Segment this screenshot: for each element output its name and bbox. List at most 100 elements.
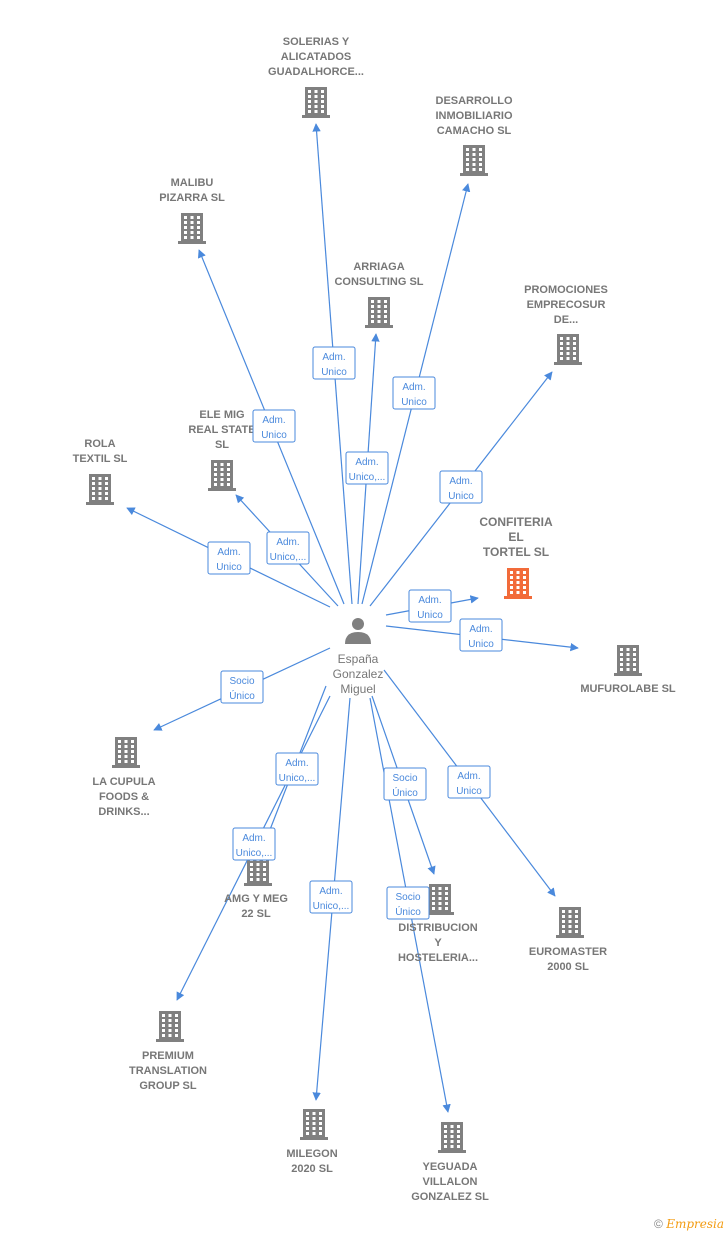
- edge-role-text: Adm.: [469, 624, 492, 635]
- edge-role-text: Adm.: [242, 833, 265, 844]
- building-icon: [426, 884, 454, 915]
- edge-label-arriaga[interactable]: Adm.Unico,...: [345, 451, 389, 485]
- edge-role-text: Adm.: [418, 595, 441, 606]
- company-label-amgymeg: AMG Y MEG: [224, 893, 288, 905]
- company-label-yeguada: GONZALEZ SL: [411, 1191, 489, 1203]
- edge-role-text: Unico: [468, 639, 494, 650]
- edge-role-text: Único: [395, 905, 421, 918]
- company-label-solerias: GUADALHORCE...: [268, 66, 364, 78]
- company-label-rola: TEXTIL SL: [73, 453, 128, 465]
- edge-label-elemig[interactable]: Adm. Unico,...: [266, 531, 310, 565]
- edge-label-solerias[interactable]: Adm.Unico: [312, 346, 356, 380]
- edge-label-confiteria[interactable]: Adm. Unico: [408, 589, 452, 623]
- building-icon: [302, 87, 330, 118]
- company-label-confiteria: TORTEL SL: [483, 545, 549, 559]
- building-icon: [556, 907, 584, 938]
- building-icon: [112, 737, 140, 768]
- edge-role-text: Unico,...: [313, 901, 350, 912]
- edge-role-text: Único: [392, 786, 418, 799]
- edge-label-mufurolabe[interactable]: Adm. Unico: [459, 618, 503, 652]
- company-label-solerias: SOLERIAS Y: [283, 36, 350, 48]
- company-label-yeguada: YEGUADA: [422, 1161, 477, 1173]
- company-node-distribucion[interactable]: DISTRIBUCIONYHOSTELERIA...: [398, 884, 478, 964]
- company-label-desarrollo: CAMACHO SL: [437, 125, 512, 137]
- edge-role-text: Adm.: [457, 771, 480, 782]
- building-icon: [460, 145, 488, 176]
- brand-logo: Empresia: [666, 1217, 724, 1231]
- edge-role-text: Socio: [229, 676, 254, 687]
- company-node-milegon[interactable]: MILEGON 2020 SL: [286, 1109, 338, 1175]
- company-label-malibu: MALIBU: [171, 177, 214, 189]
- company-node-desarrollo[interactable]: DESARROLLO INMOBILIARIO CAMACHO SL: [436, 95, 513, 176]
- building-icon: [244, 855, 272, 886]
- company-node-amgymeg[interactable]: AMG Y MEG 22 SL: [224, 855, 288, 920]
- company-label-elemig: SL: [215, 439, 229, 451]
- edge-role-text: Unico: [401, 397, 427, 408]
- company-label-lacupula: FOODS &: [99, 791, 149, 803]
- edge-role-text: Unico,...: [270, 552, 307, 563]
- building-icon: [178, 213, 206, 244]
- company-node-malibu[interactable]: MALIBU PIZARRA SL: [159, 177, 225, 244]
- company-label-amgymeg: 22 SL: [241, 908, 271, 920]
- edge-role-text: Unico,...: [349, 472, 386, 483]
- company-label-desarrollo: DESARROLLO: [436, 95, 513, 107]
- company-label-euromaster: 2000 SL: [547, 961, 589, 973]
- edge-label-promociones[interactable]: Adm.Unico: [439, 470, 483, 504]
- company-label-confiteria: EL: [508, 530, 523, 544]
- building-icon: [208, 460, 236, 491]
- edge-role-text: Unico: [448, 491, 474, 502]
- company-label-distribucion: DISTRIBUCION: [398, 922, 478, 934]
- company-label-malibu: PIZARRA SL: [159, 192, 225, 204]
- edge-role-text: Unico,...: [236, 848, 273, 859]
- company-label-solerias: ALICATADOS: [281, 51, 351, 63]
- edge-label-euromaster[interactable]: Adm.Unico: [447, 765, 491, 799]
- building-icon: [300, 1109, 328, 1140]
- edge-label-desarrollo[interactable]: Adm. Unico: [392, 376, 436, 410]
- building-icon: [614, 645, 642, 676]
- edge-label-malibu[interactable]: Adm.Unico: [252, 409, 296, 443]
- edge-role-text: Adm.: [262, 415, 285, 426]
- person-icon: [345, 618, 371, 644]
- edge-label-amgymeg[interactable]: Adm.Unico,...: [275, 752, 319, 786]
- company-label-milegon: MILEGON: [286, 1148, 337, 1160]
- edge-role-text: Unico: [417, 610, 443, 621]
- company-label-lacupula: LA CUPULA: [92, 776, 155, 788]
- edge-label-premium[interactable]: Adm. Unico,...: [232, 827, 276, 861]
- edge-role-text: Socio: [395, 892, 420, 903]
- edge-label-milegon[interactable]: Adm.Unico,...: [309, 880, 353, 914]
- company-node-promociones[interactable]: PROMOCIONESEMPRECOSURDE...: [524, 284, 608, 365]
- company-label-milegon: 2020 SL: [291, 1163, 333, 1175]
- building-icon: [156, 1011, 184, 1042]
- company-label-distribucion: Y: [434, 937, 442, 949]
- edge-role-text: Unico,...: [279, 773, 316, 784]
- company-node-mufurolabe[interactable]: MUFUROLABE SL: [580, 645, 676, 695]
- edge-role-text: Adm.: [402, 382, 425, 393]
- company-label-premium: PREMIUM: [142, 1050, 194, 1062]
- building-icon: [438, 1122, 466, 1153]
- company-label-premium: TRANSLATION: [129, 1065, 207, 1077]
- building-icon: [504, 568, 532, 599]
- company-label-desarrollo: INMOBILIARIO: [436, 110, 513, 122]
- edge-labels-layer: Adm.UnicoAdm.UnicoAdm.UnicoAdm.Unico,...…: [207, 346, 503, 920]
- nodes-layer: SOLERIAS Y ALICATADOS GUADALHORCE... DESARR…: [73, 36, 676, 1203]
- edge-role-text: Adm.: [276, 537, 299, 548]
- edge-label-rola[interactable]: Adm.Unico: [207, 541, 251, 575]
- company-label-confiteria: CONFITERIA: [479, 515, 553, 529]
- person-name: España: [338, 652, 379, 666]
- building-icon: [86, 474, 114, 505]
- person-name: Miguel: [340, 682, 375, 696]
- company-node-solerias[interactable]: SOLERIAS Y ALICATADOS GUADALHORCE...: [268, 36, 364, 118]
